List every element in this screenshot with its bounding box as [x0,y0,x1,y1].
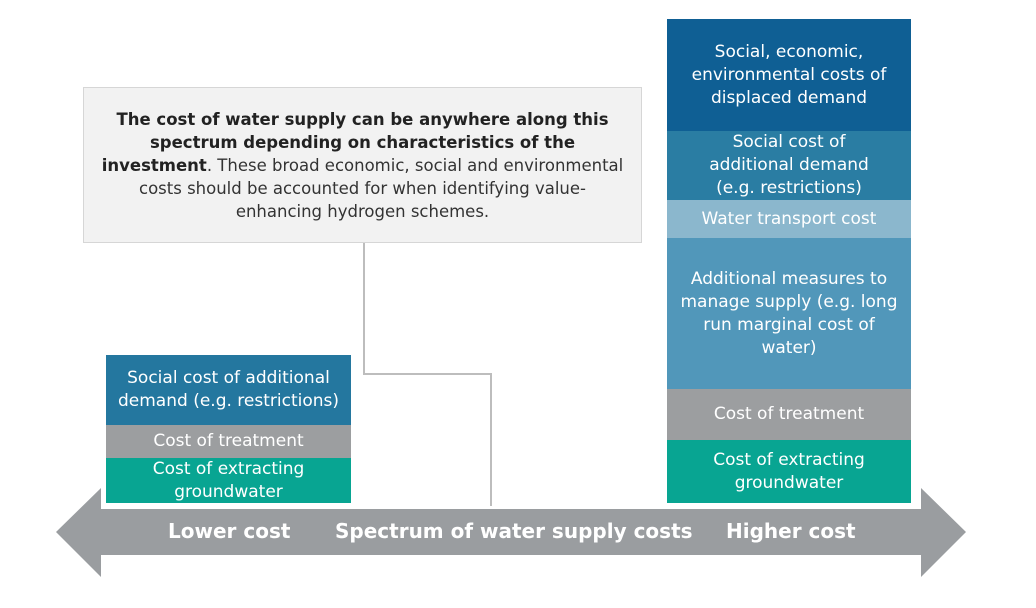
segment-label: Cost of treatment [153,431,304,451]
segment-label: Social, economic, environmental costs of… [691,41,887,108]
higher-transport-segment: Water transport cost [667,200,911,238]
callout-box: The cost of water supply can be anywhere… [83,87,642,243]
higher-social-cost-segment: Social cost of additional demand (e.g. r… [667,131,911,200]
segment-label: Cost of treatment [713,404,865,424]
segment-label: Cost of extracting groundwater [152,458,305,502]
higher-extraction-segment: Cost of extracting groundwater [667,440,911,503]
callout-bold: The cost of water supply can be anywhere… [101,109,609,175]
higher-cost-label: Higher cost [726,519,856,543]
higher-displaced-demand-segment: Social, economic, environmental costs of… [667,19,911,131]
lower-extraction-segment: Cost of extracting groundwater [106,458,351,503]
lower-social-cost-segment: Social cost of additional demand (e.g. r… [106,355,351,425]
connector-vertical-2 [490,373,492,506]
lower-cost-label: Lower cost [168,519,291,543]
lower-cost-stack: Social cost of additional demand (e.g. r… [106,355,351,503]
higher-treatment-segment: Cost of treatment [667,389,911,440]
higher-cost-stack: Social, economic, environmental costs of… [667,19,911,503]
segment-label: Social cost of additional demand (e.g. r… [118,368,339,411]
callout-regular: . These broad economic, social and envir… [139,155,624,221]
spectrum-label: Spectrum of water supply costs [335,519,693,543]
connector-horizontal [363,373,492,375]
segment-label: Social cost of additional demand (e.g. r… [709,132,869,198]
segment-label: Cost of extracting groundwater [713,449,865,493]
segment-label: Water transport cost [701,208,877,229]
callout-text: The cost of water supply can be anywhere… [98,108,627,223]
connector-vertical-1 [363,243,365,375]
segment-label: Additional measures to manage supply (e.… [680,268,898,358]
lower-treatment-segment: Cost of treatment [106,425,351,458]
higher-supply-measures-segment: Additional measures to manage supply (e.… [667,238,911,389]
